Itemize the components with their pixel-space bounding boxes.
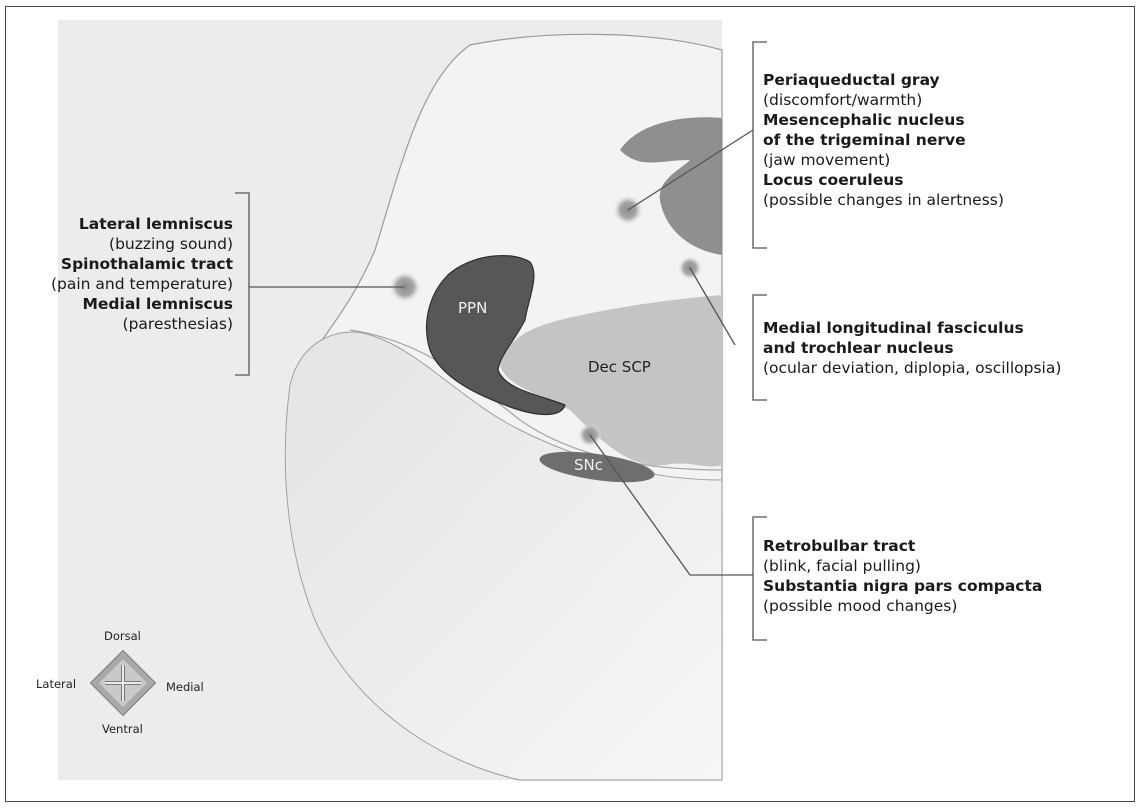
compass-lateral: Lateral (36, 677, 77, 691)
leader-top-right (627, 129, 754, 211)
mlf-desc: (ocular deviation, diplopia, oscillopsia… (763, 359, 1062, 377)
bottom-right-bracket (752, 516, 767, 641)
top-right-bracket (752, 41, 767, 249)
periaqueductal-gray-desc: (discomfort/warmth) (763, 91, 923, 109)
snc-region (539, 451, 655, 483)
ppn-region (425, 255, 566, 416)
lateral-lemniscus-desc: (buzzing sound) (109, 235, 233, 253)
mid-right-bracket (752, 294, 767, 401)
leader-mid-right (689, 267, 736, 346)
mesencephalic-nucleus-desc: (jaw movement) (763, 151, 891, 169)
retrobulbar-tract-desc: (blink, facial pulling) (763, 557, 921, 575)
mlf-title: Medial longitudinal fasciculus (763, 319, 1024, 337)
dec-scp-label: Dec SCP (588, 358, 651, 376)
periaqueductal-gray (620, 117, 722, 255)
retrobulbar-tract-title: Retrobulbar tract (763, 537, 916, 555)
spinothalamic-tract-title: Spinothalamic tract (60, 255, 233, 273)
locus-coeruleus-desc: (possible changes in alertness) (763, 191, 1004, 209)
bottom-right-label-group: Retrobulbar tract (blink, facial pulling… (763, 536, 1042, 616)
leader-bottom-right (589, 434, 691, 576)
dec-scp-region (500, 295, 722, 467)
spot-lateral (389, 271, 421, 303)
compass-ventral: Ventral (102, 722, 143, 736)
compass-dorsal: Dorsal (104, 629, 141, 643)
peduncle-boundary (349, 329, 723, 471)
lateral-lemniscus-title: Lateral lemniscus (78, 215, 233, 233)
locus-coeruleus-title: Locus coeruleus (763, 171, 904, 189)
snc-label: SNc (574, 456, 603, 474)
snpc-desc: (possible mood changes) (763, 597, 958, 615)
medial-lemniscus-desc: (paresthesias) (122, 315, 233, 333)
snpc-title: Substantia nigra pars compacta (763, 577, 1043, 595)
ppn-label: PPN (458, 299, 488, 317)
top-right-label-group: Periaqueductal gray (discomfort/warmth) … (763, 70, 1004, 210)
mlf-title2: and trochlear nucleus (763, 339, 954, 357)
mesencephalic-nucleus-title2: of the trigeminal nerve (763, 131, 966, 149)
mesencephalic-nucleus-title: Mesencephalic nucleus (763, 111, 965, 129)
left-label-group: Lateral lemniscus (buzzing sound) Spinot… (51, 214, 233, 334)
periaqueductal-gray-title: Periaqueductal gray (763, 71, 940, 89)
spinothalamic-tract-desc: (pain and temperature) (50, 275, 233, 293)
medial-lemniscus-title: Medial lemniscus (82, 295, 233, 313)
left-bracket (235, 192, 250, 376)
mid-right-label-group: Medial longitudinal fasciculus and troch… (763, 318, 1061, 378)
compass-icon (89, 649, 157, 717)
cerebral-peduncle (284, 331, 723, 781)
compass-medial: Medial (166, 680, 204, 694)
